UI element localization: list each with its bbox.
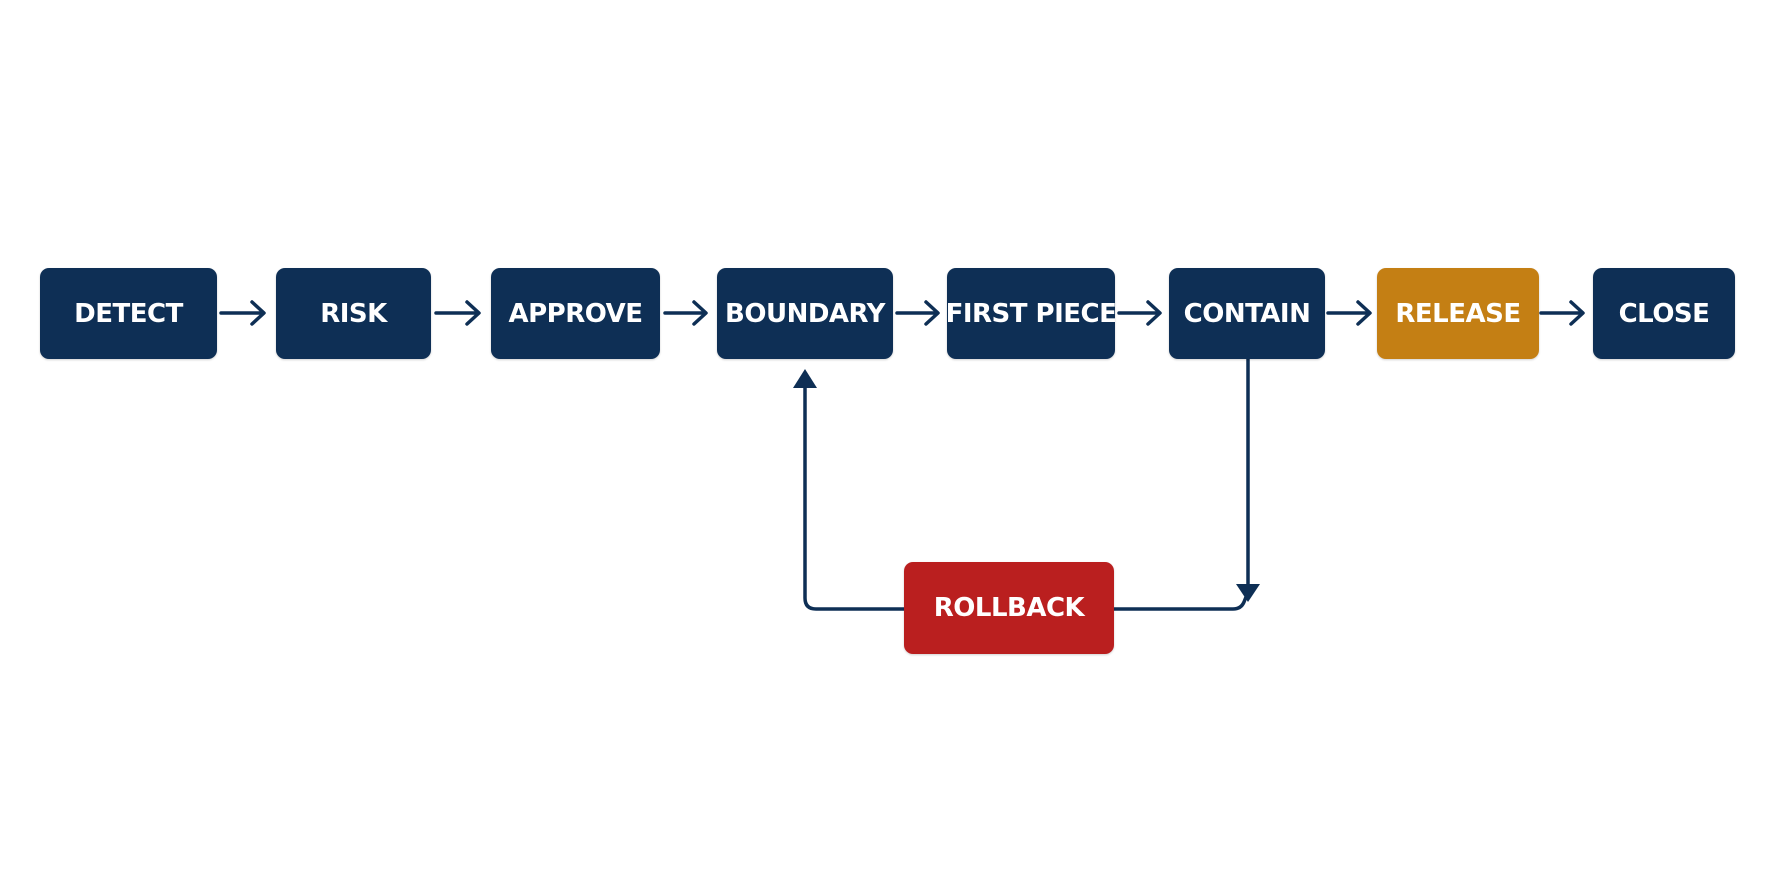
node-approve: APPROVE (491, 268, 660, 359)
arrow-detect-to-risk (219, 300, 266, 326)
arrow-risk-to-approve (434, 300, 481, 326)
connector-rollback-to-boundary (803, 384, 907, 611)
arrowhead-down-to-rollback-line (1236, 584, 1260, 602)
arrow-boundary-to-first-piece (895, 300, 940, 326)
arrow-release-to-close (1539, 300, 1585, 326)
arrow-first-piece-to-contain (1117, 300, 1162, 326)
node-detect: DETECT (40, 268, 217, 359)
node-boundary: BOUNDARY (717, 268, 893, 359)
node-contain: CONTAIN (1169, 268, 1325, 359)
node-close: CLOSE (1593, 268, 1735, 359)
arrow-approve-to-boundary (663, 300, 708, 326)
node-first-piece: FIRST PIECE (946, 268, 1117, 359)
node-rollback: ROLLBACK (904, 562, 1114, 654)
arrow-contain-to-release (1326, 300, 1372, 326)
connector-rollback-right (1111, 590, 1250, 611)
node-release: RELEASE (1377, 268, 1539, 359)
arrowhead-up-to-boundary (793, 369, 817, 388)
node-risk: RISK (276, 268, 431, 359)
